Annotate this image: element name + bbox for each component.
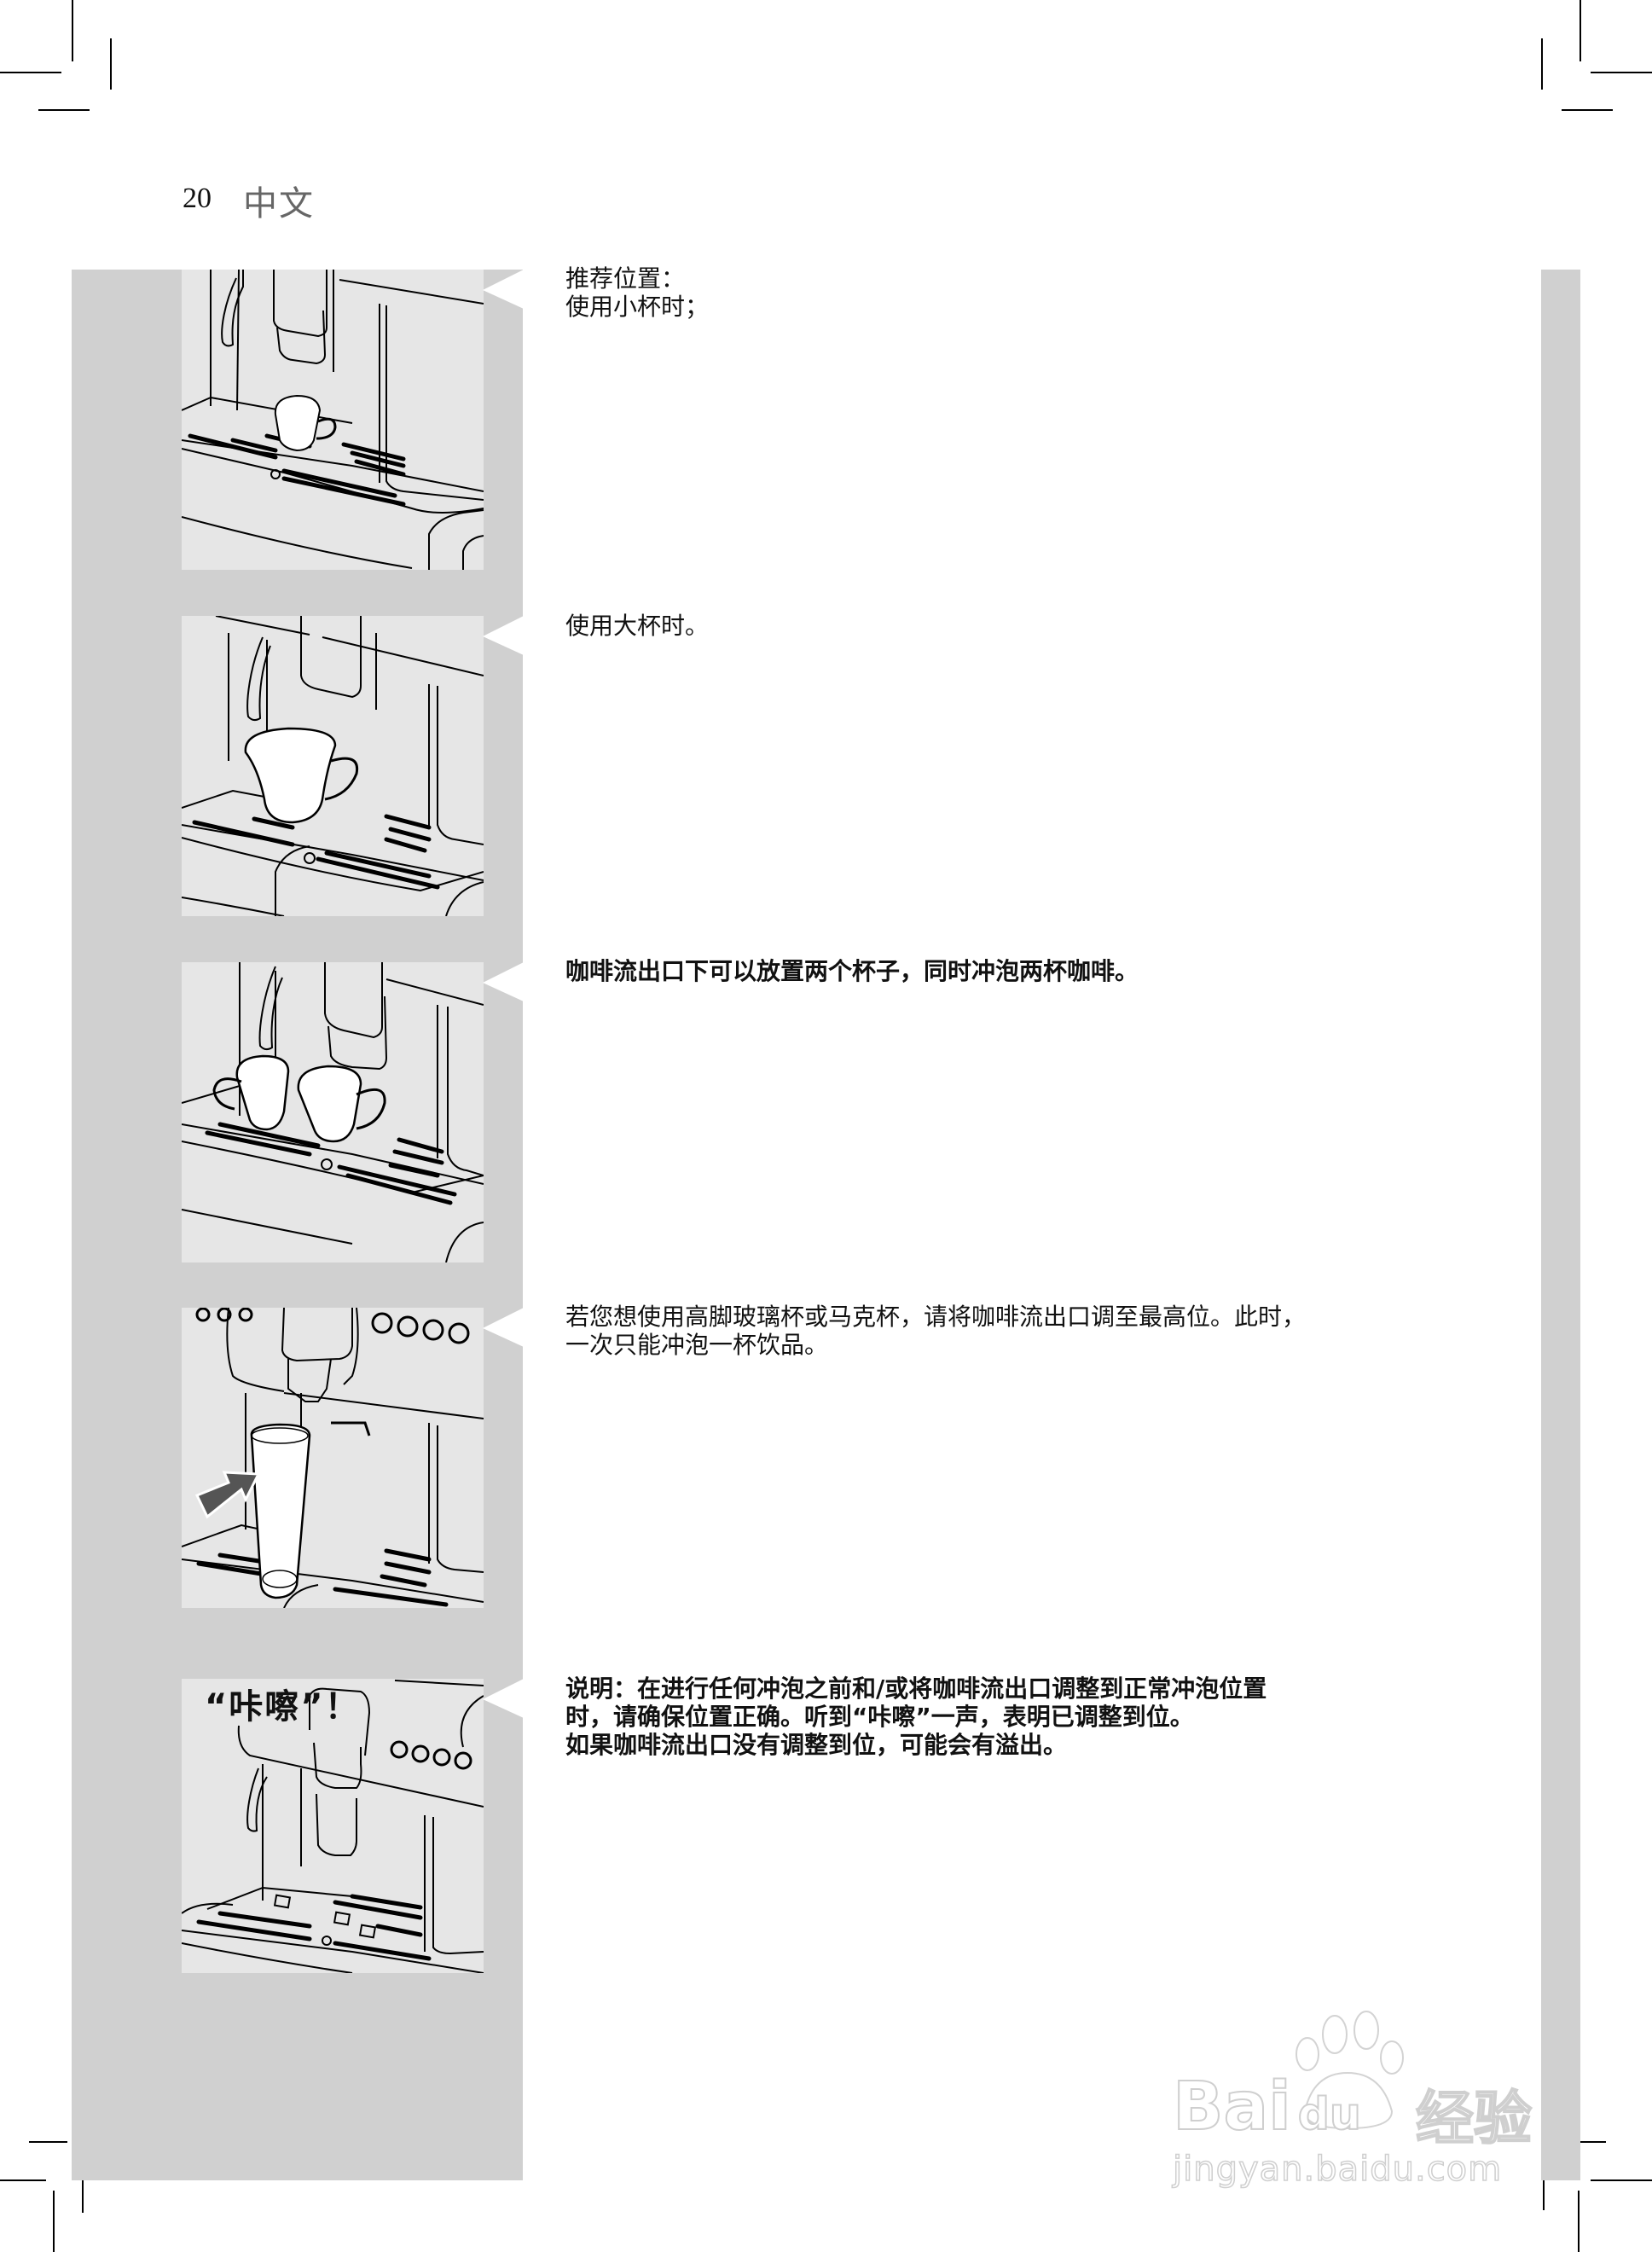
instruction-line: 推荐位置： bbox=[565, 264, 686, 293]
page-number: 20 bbox=[183, 183, 212, 214]
crop-mark bbox=[53, 2191, 55, 2252]
crop-mark bbox=[0, 2179, 46, 2181]
crop-mark bbox=[1578, 2191, 1580, 2252]
crop-mark bbox=[1560, 2141, 1606, 2143]
pointer-notch bbox=[483, 962, 524, 1001]
crop-mark bbox=[0, 72, 61, 73]
instruction-line: 一次只能冲泡一杯饮品。 bbox=[565, 1331, 829, 1359]
crop-mark bbox=[1562, 109, 1613, 111]
crop-mark bbox=[1580, 0, 1581, 61]
crop-mark bbox=[29, 2141, 67, 2143]
crop-mark bbox=[1591, 72, 1652, 73]
crop-mark bbox=[38, 109, 90, 111]
crop-mark bbox=[1591, 2179, 1652, 2181]
coffee-machine-small-cup-illustration bbox=[182, 270, 484, 570]
illustration-small-cup bbox=[182, 270, 484, 570]
pointer-notch bbox=[483, 270, 524, 309]
instruction-line: 说明：在进行任何冲泡之前和/或将咖啡流出口调整到正常冲泡位置 bbox=[565, 1674, 1267, 1703]
pointer-notch bbox=[483, 616, 524, 655]
instruction-line: 时，请确保位置正确。听到“咔嚓”一声，表明已调整到位。 bbox=[565, 1703, 1194, 1731]
illustration-large-cup bbox=[182, 616, 484, 916]
coffee-machine-tall-glass-illustration bbox=[182, 1308, 484, 1608]
illustration-click-dispenser bbox=[182, 1679, 484, 1973]
crop-mark bbox=[1543, 2159, 1545, 2210]
click-sound-label: “咔嚓”！ bbox=[205, 1687, 361, 1727]
crop-mark bbox=[110, 38, 112, 90]
baidu-paw-icon bbox=[1296, 2011, 1404, 2130]
illustration-tall-glass bbox=[182, 1308, 484, 1608]
instruction-line: 咖啡流出口下可以放置两个杯子，同时冲泡两杯咖啡。 bbox=[565, 957, 1139, 985]
right-margin-bar bbox=[1541, 270, 1580, 2180]
instruction-line: 如果咖啡流出口没有调整到位，可能会有溢出。 bbox=[565, 1731, 1068, 1759]
instruction-line: 使用大杯时。 bbox=[565, 612, 710, 640]
step-instruction: 推荐位置： 使用小杯时； bbox=[565, 264, 1504, 321]
watermark-url: jingyan.baidu.com bbox=[1172, 2149, 1503, 2190]
coffee-machine-click-dispenser-illustration bbox=[182, 1679, 484, 1973]
step-instruction: 咖啡流出口下可以放置两个杯子，同时冲泡两杯咖啡。 bbox=[565, 957, 1504, 985]
instruction-line: 使用小杯时； bbox=[565, 293, 710, 321]
instruction-line: 若您想使用高脚玻璃杯或马克杯，请将咖啡流出口调至最高位。此时， bbox=[565, 1303, 1307, 1331]
coffee-machine-large-cup-illustration bbox=[182, 616, 484, 916]
crop-mark bbox=[82, 2162, 84, 2213]
crop-mark bbox=[1541, 38, 1543, 90]
watermark-suffix: 经验 bbox=[1415, 2085, 1533, 2154]
crop-mark bbox=[72, 0, 73, 61]
pointer-notch bbox=[483, 1679, 524, 1718]
step-instruction: 说明：在进行任何冲泡之前和/或将咖啡流出口调整到正常冲泡位置 时，请确保位置正确… bbox=[565, 1674, 1504, 1759]
section-language-title: 中文 bbox=[243, 184, 315, 223]
step-instruction: 若您想使用高脚玻璃杯或马克杯，请将咖啡流出口调至最高位。此时， 一次只能冲泡一杯… bbox=[565, 1303, 1504, 1359]
watermark-paw-text: du bbox=[1297, 2088, 1362, 2141]
coffee-machine-two-cups-illustration bbox=[182, 962, 484, 1262]
watermark-brand-text: Bai bbox=[1172, 2068, 1292, 2146]
pointer-notch bbox=[483, 1308, 524, 1347]
illustration-two-cups bbox=[182, 962, 484, 1262]
step-instruction: 使用大杯时。 bbox=[565, 612, 1504, 640]
